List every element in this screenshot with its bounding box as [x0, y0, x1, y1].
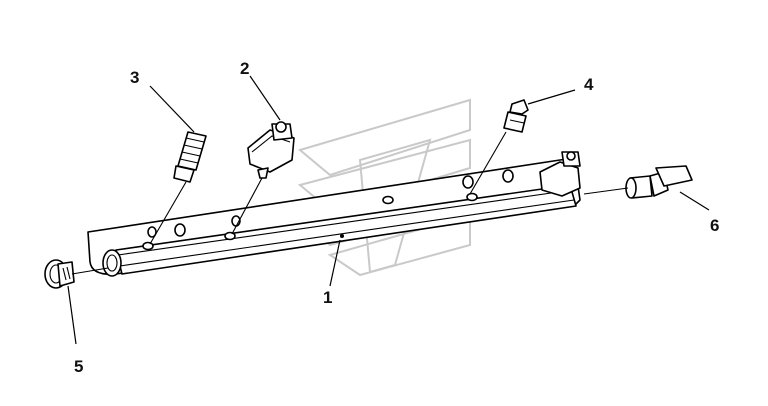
nut: [503, 99, 529, 133]
callout-6: 6: [710, 216, 719, 235]
end-plug: [44, 259, 75, 289]
spring: [173, 131, 207, 183]
callout-3: 3: [130, 68, 139, 87]
callout-4: 4: [584, 75, 594, 94]
rail-banjo-fitting-right: [539, 151, 581, 197]
elbow-connector: [625, 165, 693, 199]
callout-2: 2: [240, 59, 249, 78]
fuel-rail-body: [87, 157, 581, 277]
banjo-fitting: [247, 121, 295, 179]
callout-5: 5: [74, 357, 83, 376]
assembly-lines: [71, 131, 629, 275]
callout-1: 1: [323, 288, 332, 307]
leader-lines: [67, 75, 710, 345]
